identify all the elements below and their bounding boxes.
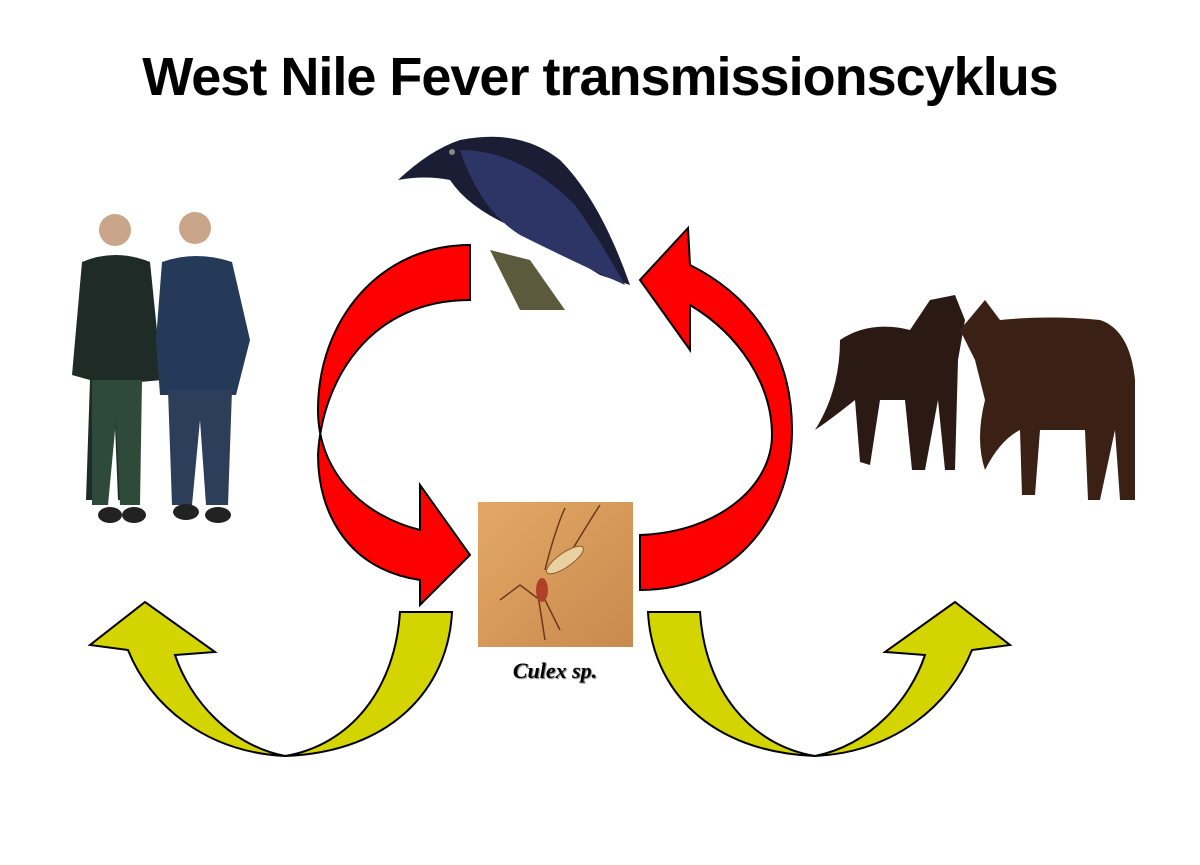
- red-arrow-crow-to-mosquito: [316, 243, 472, 608]
- humans-image: [72, 212, 250, 523]
- yellow-arrow-mosquito-to-humans: [87, 600, 454, 758]
- red-arrow-mosquito-to-crow: [638, 225, 794, 592]
- yellow-arrow-mosquito-to-horses: [646, 600, 1013, 758]
- horses-image: [815, 295, 1135, 500]
- mosquito-caption: Culex sp.: [512, 658, 598, 683]
- diagram-title: West Nile Fever transmissionscyklus: [142, 47, 1058, 107]
- crow-image: [398, 136, 630, 310]
- mosquito-image: [478, 502, 633, 647]
